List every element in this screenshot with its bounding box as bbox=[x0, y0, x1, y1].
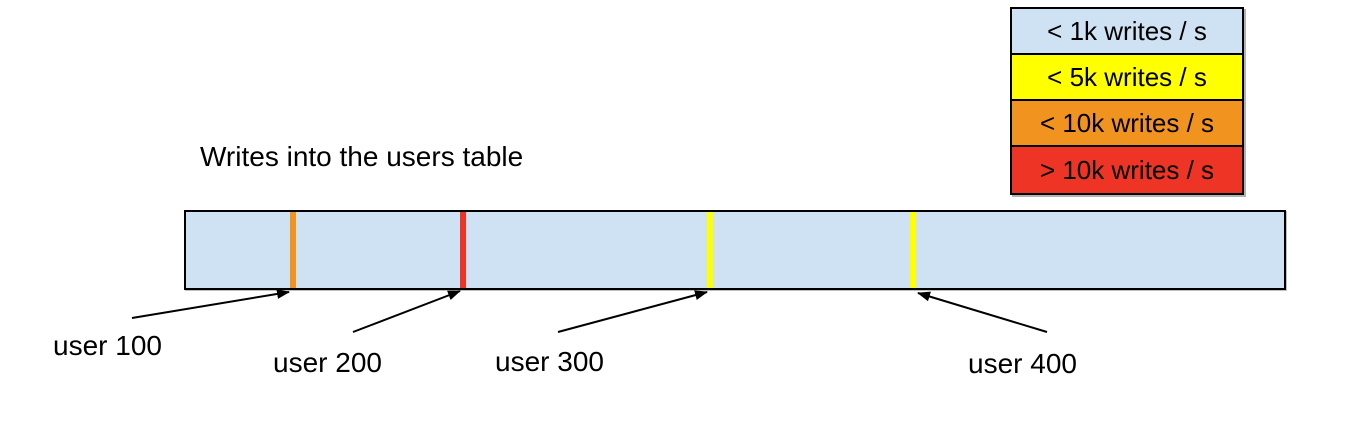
legend-item-label: > 10k writes / s bbox=[1039, 154, 1215, 185]
legend-item-label: < 10k writes / s bbox=[1039, 107, 1215, 138]
legend-item: > 10k writes / s bbox=[1012, 147, 1242, 193]
users-table-bar bbox=[184, 210, 1286, 290]
write-hotspot-marker bbox=[290, 212, 296, 288]
user-label: user 100 bbox=[53, 330, 162, 361]
annotation-arrow bbox=[557, 290, 708, 333]
legend-item: < 5k writes / s bbox=[1012, 55, 1242, 101]
write-hotspot-marker bbox=[707, 212, 713, 288]
legend-item-label: < 5k writes / s bbox=[1047, 61, 1207, 92]
write-hotspot-marker bbox=[460, 212, 466, 288]
write-hotspot-marker bbox=[910, 212, 916, 288]
user-label: user 400 bbox=[968, 348, 1077, 379]
legend-item: < 10k writes / s bbox=[1012, 101, 1242, 147]
user-label: user 300 bbox=[495, 346, 604, 377]
diagram-title: Writes into the users table bbox=[200, 141, 524, 172]
legend: < 1k writes / s < 5k writes / s < 10k writ… bbox=[1010, 7, 1244, 195]
annotation-arrow bbox=[917, 291, 1048, 333]
annotation-arrow bbox=[352, 290, 461, 333]
annotation-arrow bbox=[131, 289, 290, 319]
legend-item: < 1k writes / s bbox=[1012, 9, 1242, 55]
user-label: user 200 bbox=[273, 347, 382, 378]
legend-item-label: < 1k writes / s bbox=[1047, 15, 1207, 46]
